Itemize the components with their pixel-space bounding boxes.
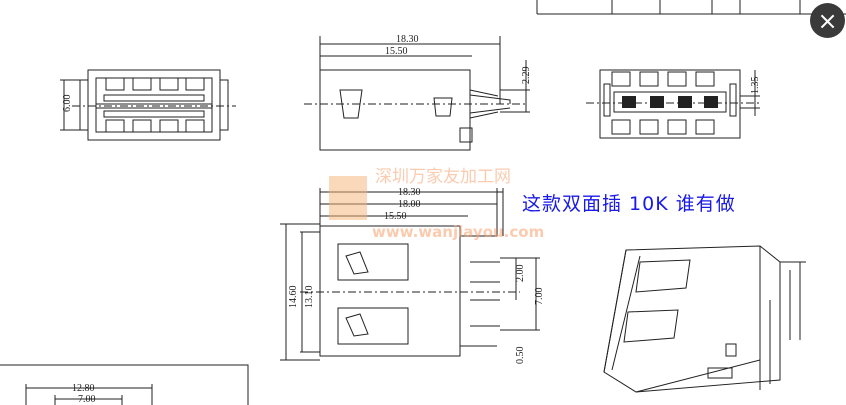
isometric-view [603, 245, 806, 393]
dim-side-top-inner: 15.50 [385, 46, 408, 57]
dim-front-height: 6.00 [62, 95, 73, 113]
watermark-url: www.wanjiayou.com [372, 223, 545, 241]
dim-pin-span: 7.00 [534, 288, 545, 306]
rear-view [586, 69, 760, 139]
watermark-logo [329, 176, 367, 220]
dim-side-top-height: 2.29 [521, 67, 532, 85]
dim-pin-spacing: 2.00 [515, 265, 526, 283]
dim-rear-pitch: 1.35 [750, 77, 761, 95]
bottom-view [0, 364, 249, 405]
dim-side-top-total: 18.30 [396, 34, 419, 45]
caption-text: 这款双面插 10K 谁有做 [522, 193, 736, 215]
front-view [60, 69, 236, 141]
dim-side-bottom-mid: 18.00 [398, 199, 421, 210]
watermark-name: 深圳万家友加工网 [375, 167, 511, 187]
close-icon: × [817, 6, 838, 35]
title-block-fragment [536, 0, 846, 15]
rear-view-contacts [622, 96, 718, 108]
close-button[interactable]: × [810, 3, 845, 38]
dim-side-bottom-total: 18.30 [398, 187, 421, 198]
dim-height-inner: 13.10 [304, 286, 315, 309]
dim-pin-offset: 0.50 [515, 347, 526, 365]
dim-bottom-inner: 7.00 [78, 394, 96, 405]
side-view-bottom [280, 188, 540, 361]
side-view-top [304, 36, 530, 151]
dim-bottom-width: 12.80 [72, 383, 95, 394]
dim-side-bottom-inner: 15.50 [384, 211, 407, 222]
dim-height-outer: 14.60 [288, 286, 299, 309]
